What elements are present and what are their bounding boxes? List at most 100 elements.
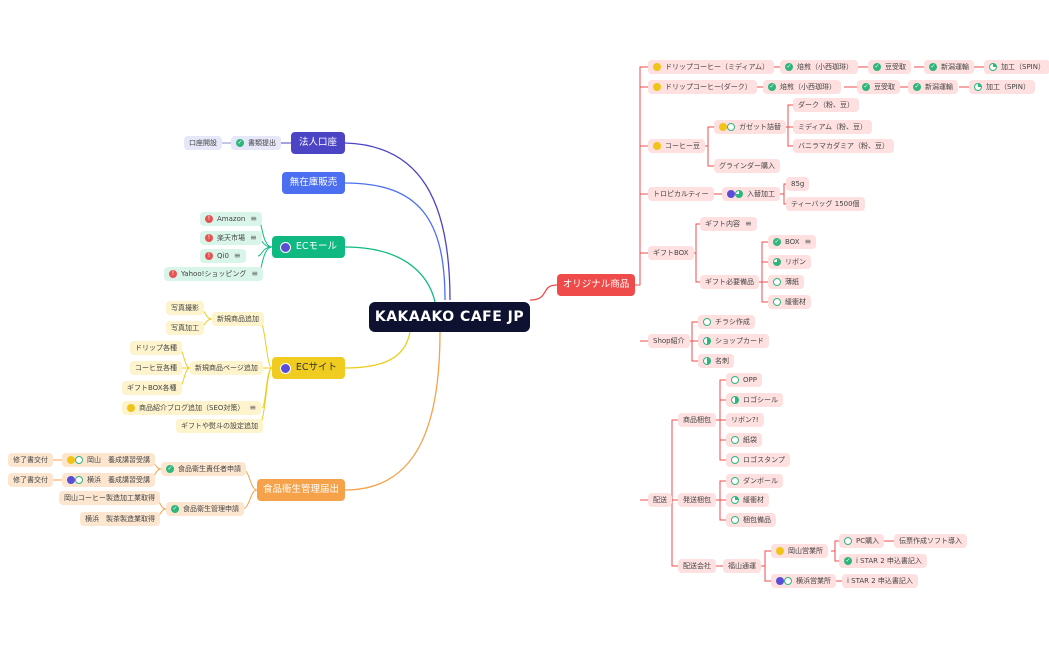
node-photo-edit[interactable]: 写真加工 xyxy=(166,321,204,335)
node-shop-intro[interactable]: Shop紹介 xyxy=(648,334,690,348)
node-shipping-packaging[interactable]: 発送梱包 xyxy=(678,493,716,507)
node-amazon[interactable]: !Amazon≡ xyxy=(200,212,262,226)
node-box[interactable]: ✓BOX≡ xyxy=(768,235,817,249)
root-node[interactable]: KAKAAKO CAFE JP xyxy=(369,302,530,332)
node-coffee-beans[interactable]: コーヒー豆 xyxy=(648,139,705,153)
check-icon: ✓ xyxy=(844,557,852,565)
node-yahoo-shopping[interactable]: !Yahoo!ショッピング≡ xyxy=(164,267,264,281)
branch-food-hygiene[interactable]: 食品衛生管理届出 xyxy=(257,479,345,501)
link-corporate xyxy=(344,142,451,301)
progress-icon xyxy=(731,396,739,404)
node-okayama-office[interactable]: 岡山営業所 xyxy=(771,544,828,558)
node-roast-dark[interactable]: ✓焙煎（小西珈琲） xyxy=(763,80,841,94)
node-delivery[interactable]: 配送 xyxy=(648,493,672,507)
node-ribbon-question[interactable]: リボン?! xyxy=(726,413,764,427)
node-hygiene-manager-application[interactable]: ✓食品衛生責任者申請 xyxy=(161,462,246,476)
node-bean-receive-dark[interactable]: ✓豆受取 xyxy=(857,80,900,94)
node-invoice-software[interactable]: 伝票作成ソフト導入 xyxy=(894,534,967,548)
node-drip-medium[interactable]: ドリップコーヒー（ミディアム） xyxy=(648,60,775,74)
node-certificate-yokohama[interactable]: 修了書交付 xyxy=(8,473,53,487)
progress-icon xyxy=(731,496,739,504)
node-bean-receive-medium[interactable]: ✓豆受取 xyxy=(868,60,911,74)
node-packing-supplies[interactable]: 梱包備品 xyxy=(726,513,776,527)
node-giftbox-variety[interactable]: ギフトBOX各種 xyxy=(122,381,182,395)
node-processing-medium[interactable]: 加工（SPIN） xyxy=(984,60,1049,74)
node-certificate-okayama[interactable]: 修了書交付 xyxy=(8,453,53,467)
node-medium-ground-bean[interactable]: ミディアム（粉、豆） xyxy=(793,120,873,134)
branch-ec-site[interactable]: ECサイト xyxy=(272,357,345,379)
node-roast-medium[interactable]: ✓焙煎（小西珈琲） xyxy=(780,60,858,74)
node-drip-variety[interactable]: ドリップ各種 xyxy=(130,341,182,355)
node-gift-noshi-setting[interactable]: ギフトや熨斗の設定追加 xyxy=(176,419,263,433)
node-account-opening[interactable]: 口座開設 xyxy=(184,136,222,150)
node-tropical-tea[interactable]: トロピカルティー xyxy=(648,187,714,201)
node-ribbon[interactable]: リボン xyxy=(768,255,811,269)
node-okayama-course[interactable]: 岡山 養成講習受講 xyxy=(62,453,155,467)
warning-icon: ! xyxy=(205,215,213,223)
node-logo-stamp[interactable]: ロゴスタンプ xyxy=(726,453,790,467)
node-cushioning-2[interactable]: 緩衝材 xyxy=(726,493,769,507)
node-beans-variety[interactable]: コーヒ豆各種 xyxy=(130,361,182,375)
node-business-card[interactable]: 名刺 xyxy=(698,354,734,368)
node-new-product-page[interactable]: 新規商品ページ追加 xyxy=(190,361,263,375)
warning-icon: ! xyxy=(169,270,177,278)
yellow-dot-icon xyxy=(653,63,661,71)
node-niigata-transport-medium[interactable]: ✓新潟運輸 xyxy=(924,60,974,74)
node-hygiene-management-application[interactable]: ✓食品衛生管理申請 xyxy=(166,502,244,516)
branch-original-products[interactable]: オリジナル商品 xyxy=(557,274,635,296)
yellow-dot-icon xyxy=(127,404,135,412)
node-photo-shoot[interactable]: 写真撮影 xyxy=(166,301,204,315)
node-okayama-coffee-license[interactable]: 岡山コーヒー製造加工業取得 xyxy=(59,491,160,505)
yellow-dot-icon xyxy=(653,142,661,150)
node-yokohama-course[interactable]: 横浜 養成講習受講 xyxy=(62,473,155,487)
node-logo-sticker[interactable]: ロゴシール xyxy=(726,393,783,407)
node-gift-box[interactable]: ギフトBOX xyxy=(648,246,694,260)
node-istar2-okayama[interactable]: ✓i STAR 2 申込書記入 xyxy=(839,554,927,568)
purple-dot-icon xyxy=(776,577,784,585)
node-tissue-paper[interactable]: 薄紙 xyxy=(768,275,804,289)
node-yokohama-tea-license[interactable]: 横浜 製茶製造業取得 xyxy=(80,512,160,526)
branch-stockless-sales[interactable]: 無在庫販売 xyxy=(282,172,345,194)
note-icon: ≡ xyxy=(233,251,241,260)
progress-icon xyxy=(735,190,743,198)
node-fukuyama-transport[interactable]: 福山通運 xyxy=(723,559,761,573)
node-dark-ground-bean[interactable]: ダーク（粉、豆） xyxy=(793,98,859,112)
node-blog-seo[interactable]: 商品紹介ブログ追加（SEO対策）≡ xyxy=(122,401,262,415)
node-gift-supplies[interactable]: ギフト必要備品 xyxy=(700,275,759,289)
node-drip-dark[interactable]: ドリップコーヒー(ダーク） xyxy=(648,80,757,94)
node-grinder-purchase[interactable]: グラインダー購入 xyxy=(714,159,780,173)
check-icon: ✓ xyxy=(166,465,174,473)
node-processing-dark[interactable]: 加工（SPIN） xyxy=(969,80,1035,94)
node-pc-purchase[interactable]: PC購入 xyxy=(839,534,885,548)
play-icon xyxy=(727,123,735,131)
note-icon: ≡ xyxy=(745,219,752,228)
node-new-product[interactable]: 新規商品追加 xyxy=(212,312,264,326)
node-repack-processing[interactable]: 入替加工 xyxy=(722,187,780,201)
play-icon xyxy=(731,456,739,464)
branch-corporate-account[interactable]: 法人口座 xyxy=(291,132,345,154)
node-product-packaging[interactable]: 商品梱包 xyxy=(678,413,716,427)
node-cardboard[interactable]: ダンボール xyxy=(726,474,783,488)
node-rakuten[interactable]: !楽天市場≡ xyxy=(200,231,262,245)
yellow-dot-icon xyxy=(776,547,784,555)
node-opp[interactable]: OPP xyxy=(726,373,762,387)
node-85g[interactable]: 85g xyxy=(786,177,810,191)
purple-dot-icon xyxy=(279,241,291,253)
node-niigata-transport-dark[interactable]: ✓新潟運輸 xyxy=(908,80,958,94)
node-delivery-company[interactable]: 配送会社 xyxy=(678,559,716,573)
node-qoo10[interactable]: !Qi0≡ xyxy=(200,249,246,263)
node-vanilla-macadamia[interactable]: バニラマカダミア（粉、豆） xyxy=(793,139,894,153)
node-yokohama-office[interactable]: 横浜営業所 xyxy=(771,574,836,588)
purple-dot-icon xyxy=(727,190,735,198)
note-icon: ≡ xyxy=(804,237,812,246)
node-flyer[interactable]: チラシ作成 xyxy=(698,315,755,329)
node-paper-bag[interactable]: 紙袋 xyxy=(726,433,762,447)
node-cushioning[interactable]: 緩衝材 xyxy=(768,295,811,309)
node-gusset-refill[interactable]: ガゼット詰替 xyxy=(714,120,786,134)
branch-ec-mall[interactable]: ECモール xyxy=(272,236,345,258)
node-shop-card[interactable]: ショップカード xyxy=(698,334,769,348)
node-document-submission[interactable]: ✓書類提出 xyxy=(231,136,281,150)
node-teabag-1500[interactable]: ティーバッグ 1500個 xyxy=(786,197,865,211)
node-istar2-yokohama[interactable]: i STAR 2 申込書記入 xyxy=(842,574,918,588)
node-gift-contents[interactable]: ギフト内容≡ xyxy=(700,217,757,231)
